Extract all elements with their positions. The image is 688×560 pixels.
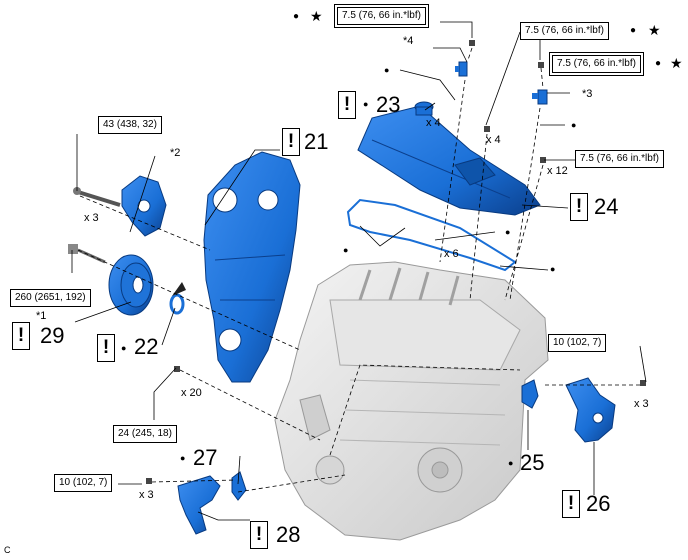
torque-right-sensor: 7.5 (76, 66 in.*lbf) xyxy=(549,52,644,76)
torque-bracket: 43 (438, 32) xyxy=(98,116,162,134)
qty-bracket-bolts: x 3 xyxy=(84,212,99,224)
figure-code: C xyxy=(4,545,11,555)
water-outlet xyxy=(565,377,616,443)
crankshaft-pulley xyxy=(108,254,154,316)
warning-28: ! xyxy=(250,521,268,549)
callout-21: 21 xyxy=(304,129,329,154)
dot-symbol: ● xyxy=(180,453,186,463)
torque-timing-cover: 24 (245, 18) xyxy=(113,425,177,443)
dot-symbol: ● xyxy=(630,25,637,36)
dot-symbol: ● xyxy=(343,245,349,255)
callout-24: 24 xyxy=(594,194,619,219)
timing-chain-cover xyxy=(203,151,301,383)
torque-cover-bolts: 7.5 (76, 66 in.*lbf) xyxy=(575,150,664,168)
callout-26: 26 xyxy=(586,491,611,516)
torque-water-inlet: 10 (102, 7) xyxy=(54,474,113,492)
warning-26: ! xyxy=(562,490,580,518)
qty-water-outlet: x 3 xyxy=(634,398,649,410)
note-3: *3 xyxy=(582,88,593,100)
qty-gasket: x 6 xyxy=(444,248,459,260)
dot-symbol: ● xyxy=(508,458,514,468)
warning-29: ! xyxy=(12,322,30,350)
callout-27: 27 xyxy=(193,445,218,470)
dot-symbol: ● xyxy=(384,65,390,75)
qty-filler-area: x 4 xyxy=(426,117,441,129)
qty-water-inlet: x 3 xyxy=(139,489,154,501)
torque-intake-top: 7.5 (76, 66 in.*lbf) xyxy=(334,4,429,28)
warning-24: ! xyxy=(570,193,588,221)
warning-22: ! xyxy=(97,334,115,362)
note-1: *1 xyxy=(36,310,47,322)
torque-pulley: 260 (2651, 192) xyxy=(10,289,91,307)
note-4: *4 xyxy=(403,35,414,47)
water-inlet xyxy=(177,475,221,535)
callout-22: 22 xyxy=(134,334,159,359)
qty-cover-bolts-a: x 4 xyxy=(486,134,501,146)
dot-symbol: ● xyxy=(505,227,511,237)
bracket-part xyxy=(121,175,167,237)
dot-symbol: ● xyxy=(571,120,577,130)
leader-lines xyxy=(71,21,647,521)
star-symbol: ★ xyxy=(648,22,661,38)
callout-29: 29 xyxy=(40,323,65,348)
cylinder-head-cover xyxy=(357,105,541,216)
dot-symbol: ● xyxy=(363,99,369,109)
callout-28: 28 xyxy=(276,522,301,547)
sensor-intake xyxy=(455,61,468,77)
bolts-small xyxy=(146,40,646,484)
torque-exhaust-top: 7.5 (76, 66 in.*lbf) xyxy=(520,22,609,40)
warning-21: ! xyxy=(282,128,300,156)
callout-25: 25 xyxy=(520,450,545,475)
oil-filler-cap xyxy=(414,101,434,116)
water-outlet-gasket xyxy=(521,379,539,409)
dot-symbol: ● xyxy=(655,58,662,69)
sensor-exhaust xyxy=(532,89,548,105)
dot-symbol: ● xyxy=(293,11,300,22)
qty-cover-bolts-b: x 12 xyxy=(547,165,568,177)
star-symbol: ★ xyxy=(310,8,323,24)
dot-symbol: ● xyxy=(121,343,127,353)
callout-23: 23 xyxy=(376,92,401,117)
engine-block xyxy=(274,261,549,541)
warning-23: ! xyxy=(338,91,356,119)
star-symbol: ★ xyxy=(670,55,683,71)
water-inlet-gasket xyxy=(231,471,247,501)
dot-symbol: ● xyxy=(550,264,556,274)
qty-timing-cover: x 20 xyxy=(181,387,202,399)
torque-water-outlet: 10 (102, 7) xyxy=(548,334,607,352)
note-2: *2 xyxy=(170,147,181,159)
